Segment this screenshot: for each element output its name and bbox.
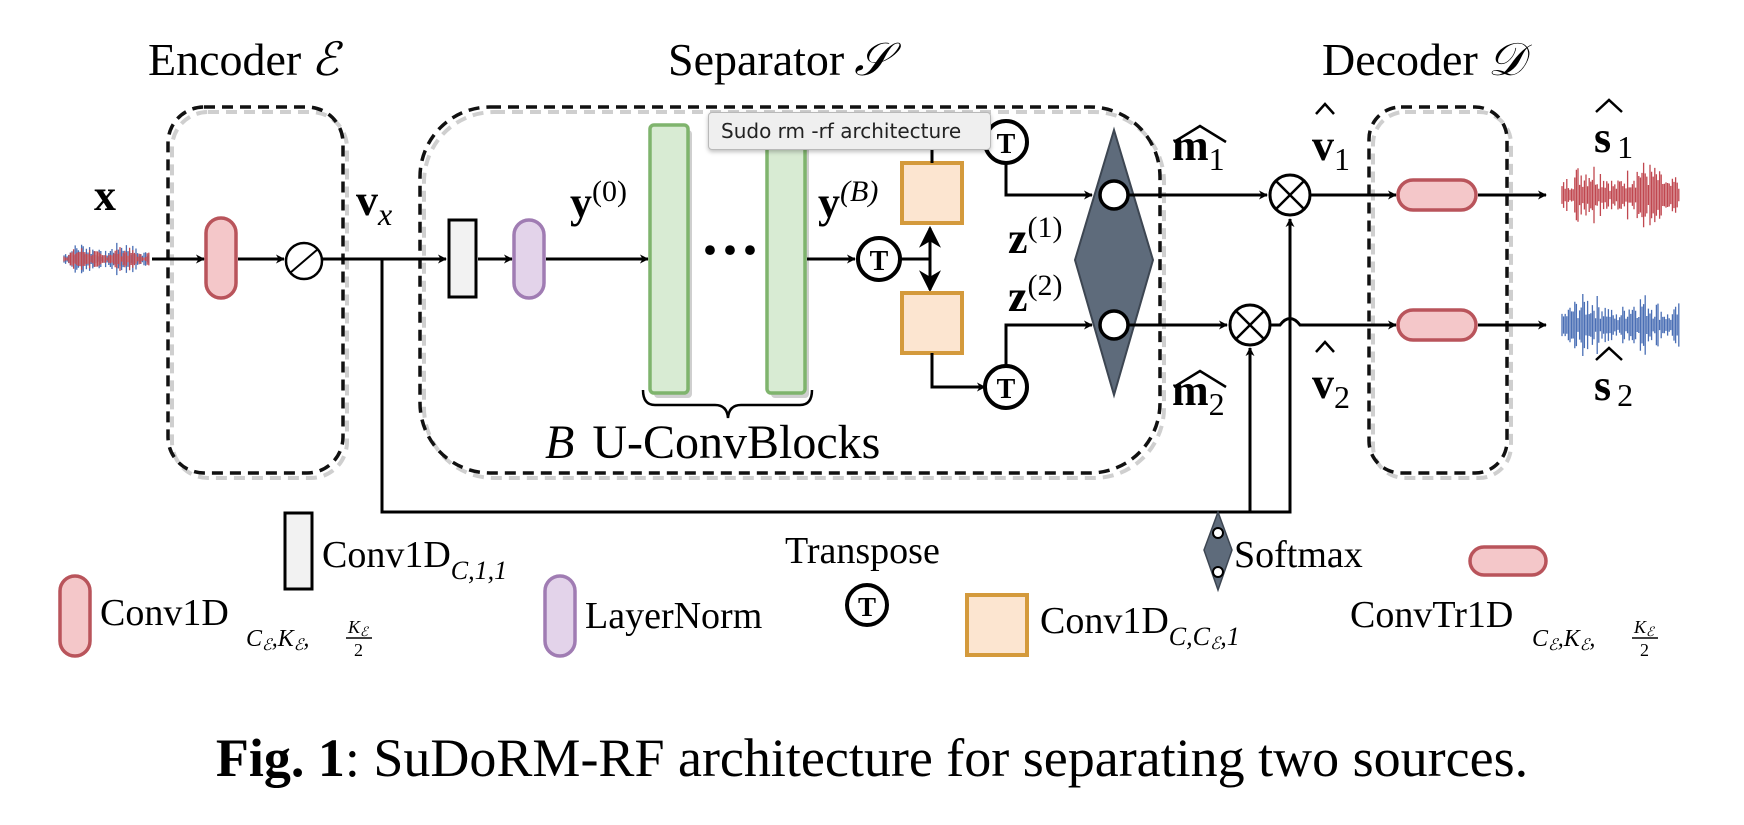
output-waveform-blue <box>1561 294 1680 356</box>
decoder-convtr1d-block-1 <box>1396 178 1478 212</box>
label-y0: y(0) <box>570 175 627 227</box>
svg-text:Kℰ: Kℰ <box>1633 617 1655 639</box>
legend-conv1d-c11: Conv1DC,1,1 <box>322 534 507 585</box>
label-m2: m2 <box>1172 366 1225 422</box>
label-yB: y(B) <box>818 175 878 227</box>
encoder-box <box>166 105 349 480</box>
output-waveform-2 <box>1561 294 1680 356</box>
mask-conv1d-block-1 <box>900 161 964 225</box>
label-v1: v1 <box>1312 121 1350 177</box>
decoder-box <box>1367 105 1513 480</box>
legend-encoder-conv-symbol <box>58 574 92 658</box>
transpose-node-bottom: T <box>983 364 1029 410</box>
layernorm-block <box>512 218 546 300</box>
u-convblock-first <box>648 123 692 398</box>
label-vx: vx <box>356 176 392 232</box>
legend-bottleneck-symbol <box>283 511 314 591</box>
legend-layernorm: LayerNorm <box>585 595 762 637</box>
svg-text:2: 2 <box>1640 640 1649 660</box>
output-waveform-1 <box>1561 162 1680 228</box>
softmax-block <box>1073 126 1155 399</box>
svg-text:Kℰ: Kℰ <box>347 617 369 639</box>
blocks-ellipsis: ··· <box>700 217 760 283</box>
legend-transpose: Transpose <box>785 530 940 572</box>
legend-convtr-symbol <box>1468 545 1548 577</box>
legend-conv1d-encoder-sub: Cℰ,Kℰ, <box>246 626 309 654</box>
multiply-node-1 <box>1268 173 1312 217</box>
label-z2: z(2) <box>1008 269 1063 321</box>
bottleneck-conv1d-block <box>447 218 478 299</box>
encoder-conv1d-block <box>204 216 238 300</box>
legend-softmax: Softmax <box>1234 534 1363 576</box>
label-z1: z(1) <box>1008 211 1063 263</box>
legend-conv1d-cc1: Conv1DC,Cℰ,1 <box>1040 600 1240 653</box>
legend-layernorm-symbol <box>543 574 577 658</box>
svg-text:T: T <box>997 129 1016 160</box>
output-waveform-red <box>1561 162 1680 228</box>
legend-softmax-symbol <box>1203 509 1233 593</box>
label-m1: m1 <box>1172 121 1225 177</box>
activation-icon <box>284 241 324 281</box>
svg-text:2: 2 <box>354 640 363 660</box>
legend-convtr1d: ConvTr1D <box>1350 594 1513 636</box>
legend-conv1d-encoder: Conv1D <box>100 592 229 634</box>
blocks-brace <box>641 389 814 419</box>
label-x: x <box>94 171 116 220</box>
multiply-node-2 <box>1228 303 1272 347</box>
decoder-convtr1d-block-2 <box>1396 308 1478 342</box>
svg-text:T: T <box>870 246 889 277</box>
input-waveform-red <box>63 247 150 271</box>
mask-conv1d-block-2 <box>900 291 964 355</box>
tooltip: Sudo rm -rf architecture <box>708 112 991 150</box>
transpose-node-top: T <box>983 119 1029 165</box>
svg-text:T: T <box>997 374 1016 405</box>
transpose-node-center: T <box>856 236 902 282</box>
svg-text:T: T <box>858 592 876 622</box>
legend-transpose-symbol: T <box>845 583 889 627</box>
u-convblock-last <box>765 123 809 398</box>
legend: Conv1DC,1,1 Conv1D Cℰ,Kℰ, Kℰ 2 LayerNorm… <box>58 509 1658 660</box>
label-v2: v2 <box>1312 359 1350 415</box>
figure-caption: Fig. 1: SuDoRM-RF architecture for separ… <box>216 728 1528 788</box>
input-waveform <box>63 242 150 276</box>
legend-mask-conv-symbol <box>965 593 1029 657</box>
legend-convtr1d-sub: Cℰ,Kℰ, <box>1532 626 1595 654</box>
